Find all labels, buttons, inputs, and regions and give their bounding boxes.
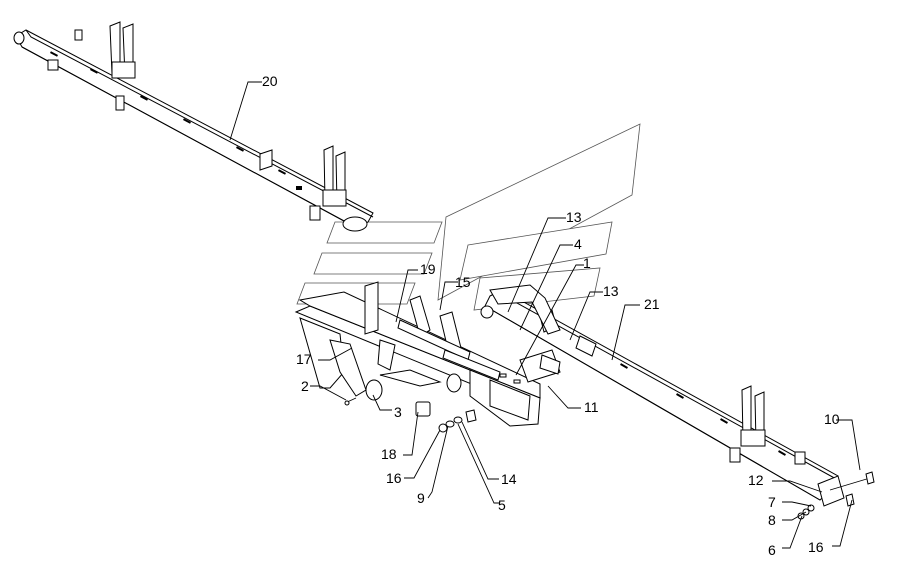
callout-18: 18 xyxy=(381,446,397,462)
leader-lines xyxy=(229,81,861,549)
callout-labels: 1 2 3 4 5 6 7 8 9 10 11 12 13 13 14 15 1… xyxy=(262,73,840,558)
callout-19: 19 xyxy=(420,261,436,277)
small-parts xyxy=(344,373,875,520)
callout-17: 17 xyxy=(296,351,312,367)
callout-11: 11 xyxy=(584,399,599,415)
callout-6: 6 xyxy=(768,542,776,558)
callout-7: 7 xyxy=(768,494,776,510)
callout-14: 14 xyxy=(501,471,517,487)
callout-9: 9 xyxy=(417,490,425,506)
callout-3: 3 xyxy=(394,404,402,420)
beam-20 xyxy=(13,21,374,232)
callout-4: 4 xyxy=(574,236,582,252)
hitch-arm xyxy=(480,284,561,383)
callout-13-lower: 13 xyxy=(603,283,619,299)
center-frame xyxy=(294,281,541,427)
callout-10: 10 xyxy=(824,411,840,427)
callout-15: 15 xyxy=(455,274,471,290)
callout-8: 8 xyxy=(768,512,776,528)
callout-16-right: 16 xyxy=(808,539,824,555)
callout-1: 1 xyxy=(583,255,591,271)
callout-2: 2 xyxy=(301,378,309,394)
callout-5: 5 xyxy=(498,497,506,513)
callout-21: 21 xyxy=(644,296,660,312)
callout-20: 20 xyxy=(262,73,278,89)
callout-13-upper: 13 xyxy=(566,209,582,225)
callout-16-left: 16 xyxy=(386,470,402,486)
callout-12: 12 xyxy=(748,472,764,488)
